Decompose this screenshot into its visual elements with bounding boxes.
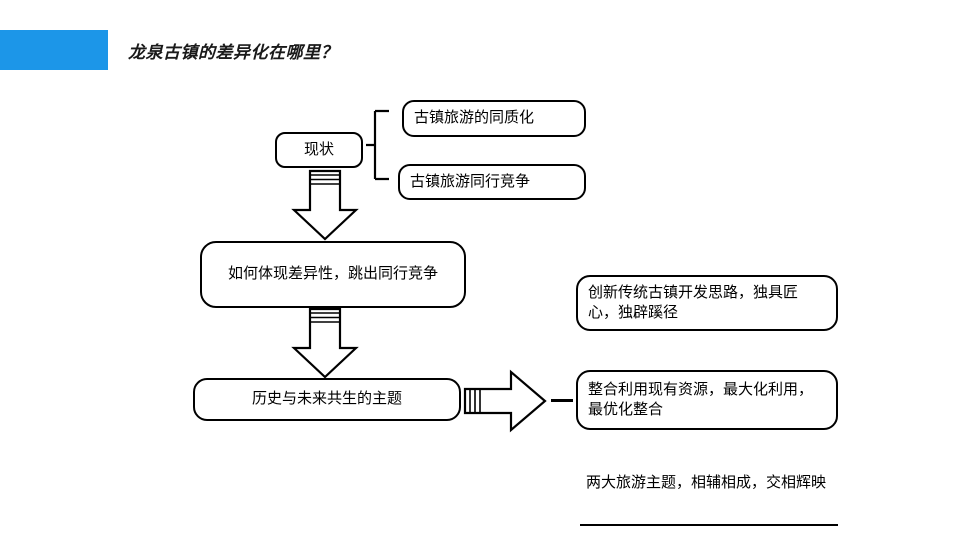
node-outcome-1: 创新传统古镇开发思路，独具匠心，独辟蹊径 xyxy=(576,275,838,331)
node-outcome-3: 两大旅游主题，相辅相成，交相辉映 xyxy=(576,468,838,540)
node-question: 如何体现差异性，跳出同行竞争 xyxy=(200,241,466,308)
page-title: 龙泉古镇的差异化在哪里？ xyxy=(128,43,338,62)
right-arrow-icon xyxy=(461,368,549,434)
node-outcome-2: 整合利用现有资源，最大化利用，最优化整合 xyxy=(576,370,838,430)
node-competition-label: 古镇旅游同行竞争 xyxy=(410,172,531,190)
brace-connector-icon xyxy=(365,109,399,181)
node-outcome-3-rule xyxy=(580,524,838,526)
down-arrow-icon-1 xyxy=(288,165,362,243)
node-question-label: 如何体现差异性，跳出同行竞争 xyxy=(227,265,438,283)
node-homogenization: 古镇旅游的同质化 xyxy=(402,100,586,137)
node-outcome-1-label: 创新传统古镇开发思路，独具匠心，独辟蹊径 xyxy=(588,283,799,321)
node-homogenization-label: 古镇旅游的同质化 xyxy=(414,109,535,127)
dash-connector xyxy=(551,399,573,402)
down-arrow-icon-2 xyxy=(288,305,362,381)
node-theme-label: 历史与未来共生的主题 xyxy=(251,390,402,408)
node-competition: 古镇旅游同行竞争 xyxy=(398,164,586,200)
title-accent-bar xyxy=(0,30,108,70)
node-outcome-3-label: 两大旅游主题，相辅相成，交相辉映 xyxy=(586,474,827,491)
node-status-label: 现状 xyxy=(303,140,334,158)
node-theme: 历史与未来共生的主题 xyxy=(193,378,461,421)
node-outcome-2-label: 整合利用现有资源，最大化利用，最优化整合 xyxy=(588,380,814,418)
node-status: 现状 xyxy=(275,132,363,168)
